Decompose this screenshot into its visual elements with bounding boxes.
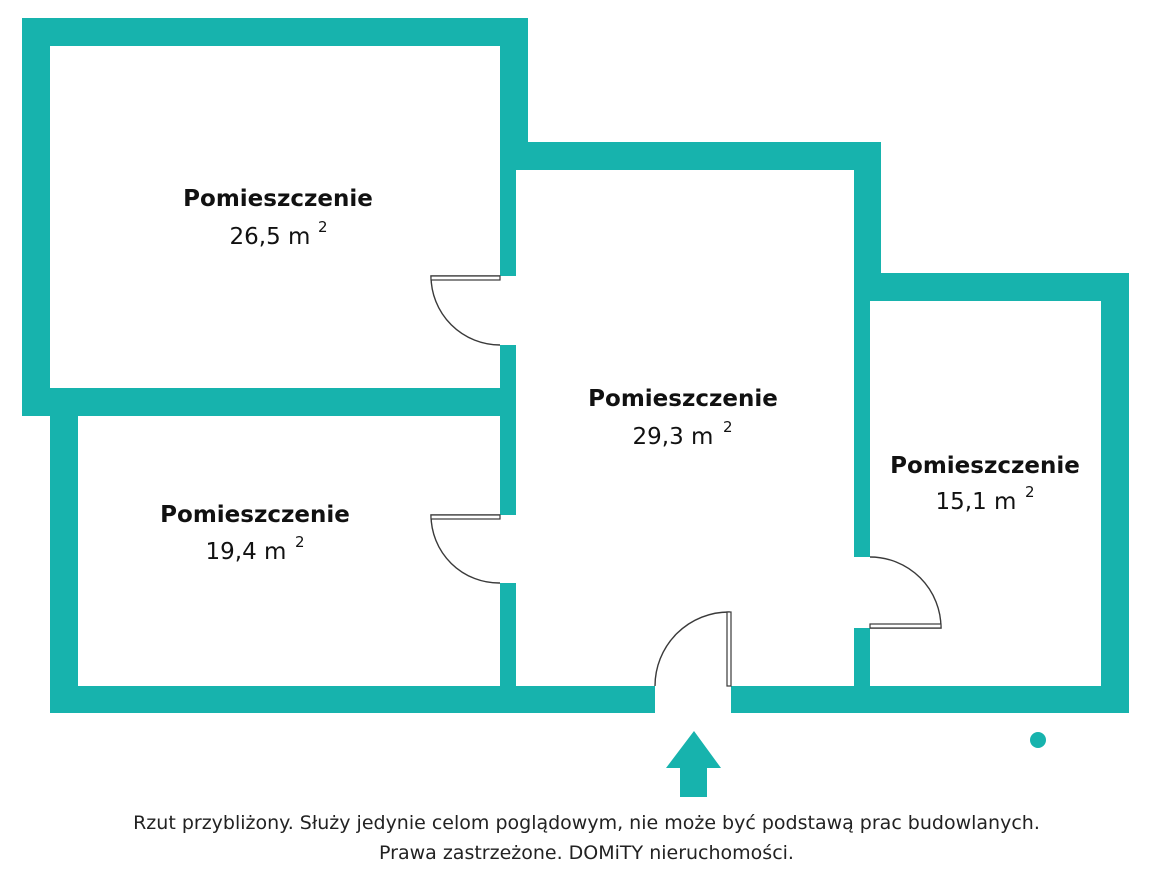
door-a-b (430, 275, 501, 346)
room-name: Pomieszczenie (890, 453, 1080, 479)
wall-divider-a-d (78, 400, 514, 416)
wall-room-b-top (500, 142, 881, 170)
room-area-unit-exponent: 2 (723, 418, 733, 436)
wall-room-a-top (22, 18, 528, 46)
room-a-label: Pomieszczenie 26,5 m 2 (183, 186, 373, 250)
room-area: 19,4 m (206, 539, 287, 565)
wall-b-left-2 (500, 345, 516, 515)
room-name: Pomieszczenie (160, 502, 350, 528)
wall-room-a-left (22, 18, 50, 416)
door-d-b (430, 514, 501, 584)
room-area-unit-exponent: 2 (295, 533, 305, 551)
disclaimer-text: Rzut przybliżony. Służy jedynie celom po… (133, 812, 1040, 834)
wall-room-c-top (854, 273, 1129, 301)
copyright-text: Prawa zastrzeżone. DOMiTY nieruchomości. (379, 842, 794, 864)
wall-bottom-right (731, 686, 1129, 713)
room-area: 26,5 m (230, 224, 311, 250)
room-name: Pomieszczenie (588, 386, 778, 412)
wall-room-c-right (1101, 273, 1129, 713)
room-b-label: Pomieszczenie 29,3 m 2 (588, 386, 778, 450)
room-area: 15,1 m (936, 489, 1017, 515)
room-name: Pomieszczenie (183, 186, 373, 212)
wall-bottom-left (50, 686, 655, 713)
room-area-unit-exponent: 2 (318, 218, 328, 236)
entrance-arrow-icon (666, 731, 721, 797)
room-c-label: Pomieszczenie 15,1 m 2 (890, 453, 1080, 515)
entrance-door (654, 611, 732, 687)
wall-b-left-3 (500, 583, 516, 713)
wall-c-left-1 (854, 273, 870, 557)
room-area: 29,3 m (633, 424, 714, 450)
door-b-c (869, 556, 942, 629)
wall-room-a-right (500, 18, 528, 144)
wall-b-left-1 (500, 142, 516, 276)
compass-dot-icon (1030, 732, 1046, 748)
room-area-unit-exponent: 2 (1025, 483, 1035, 501)
room-d-label: Pomieszczenie 19,4 m 2 (160, 502, 350, 565)
walls (22, 18, 1129, 713)
wall-room-d-left (50, 400, 78, 713)
